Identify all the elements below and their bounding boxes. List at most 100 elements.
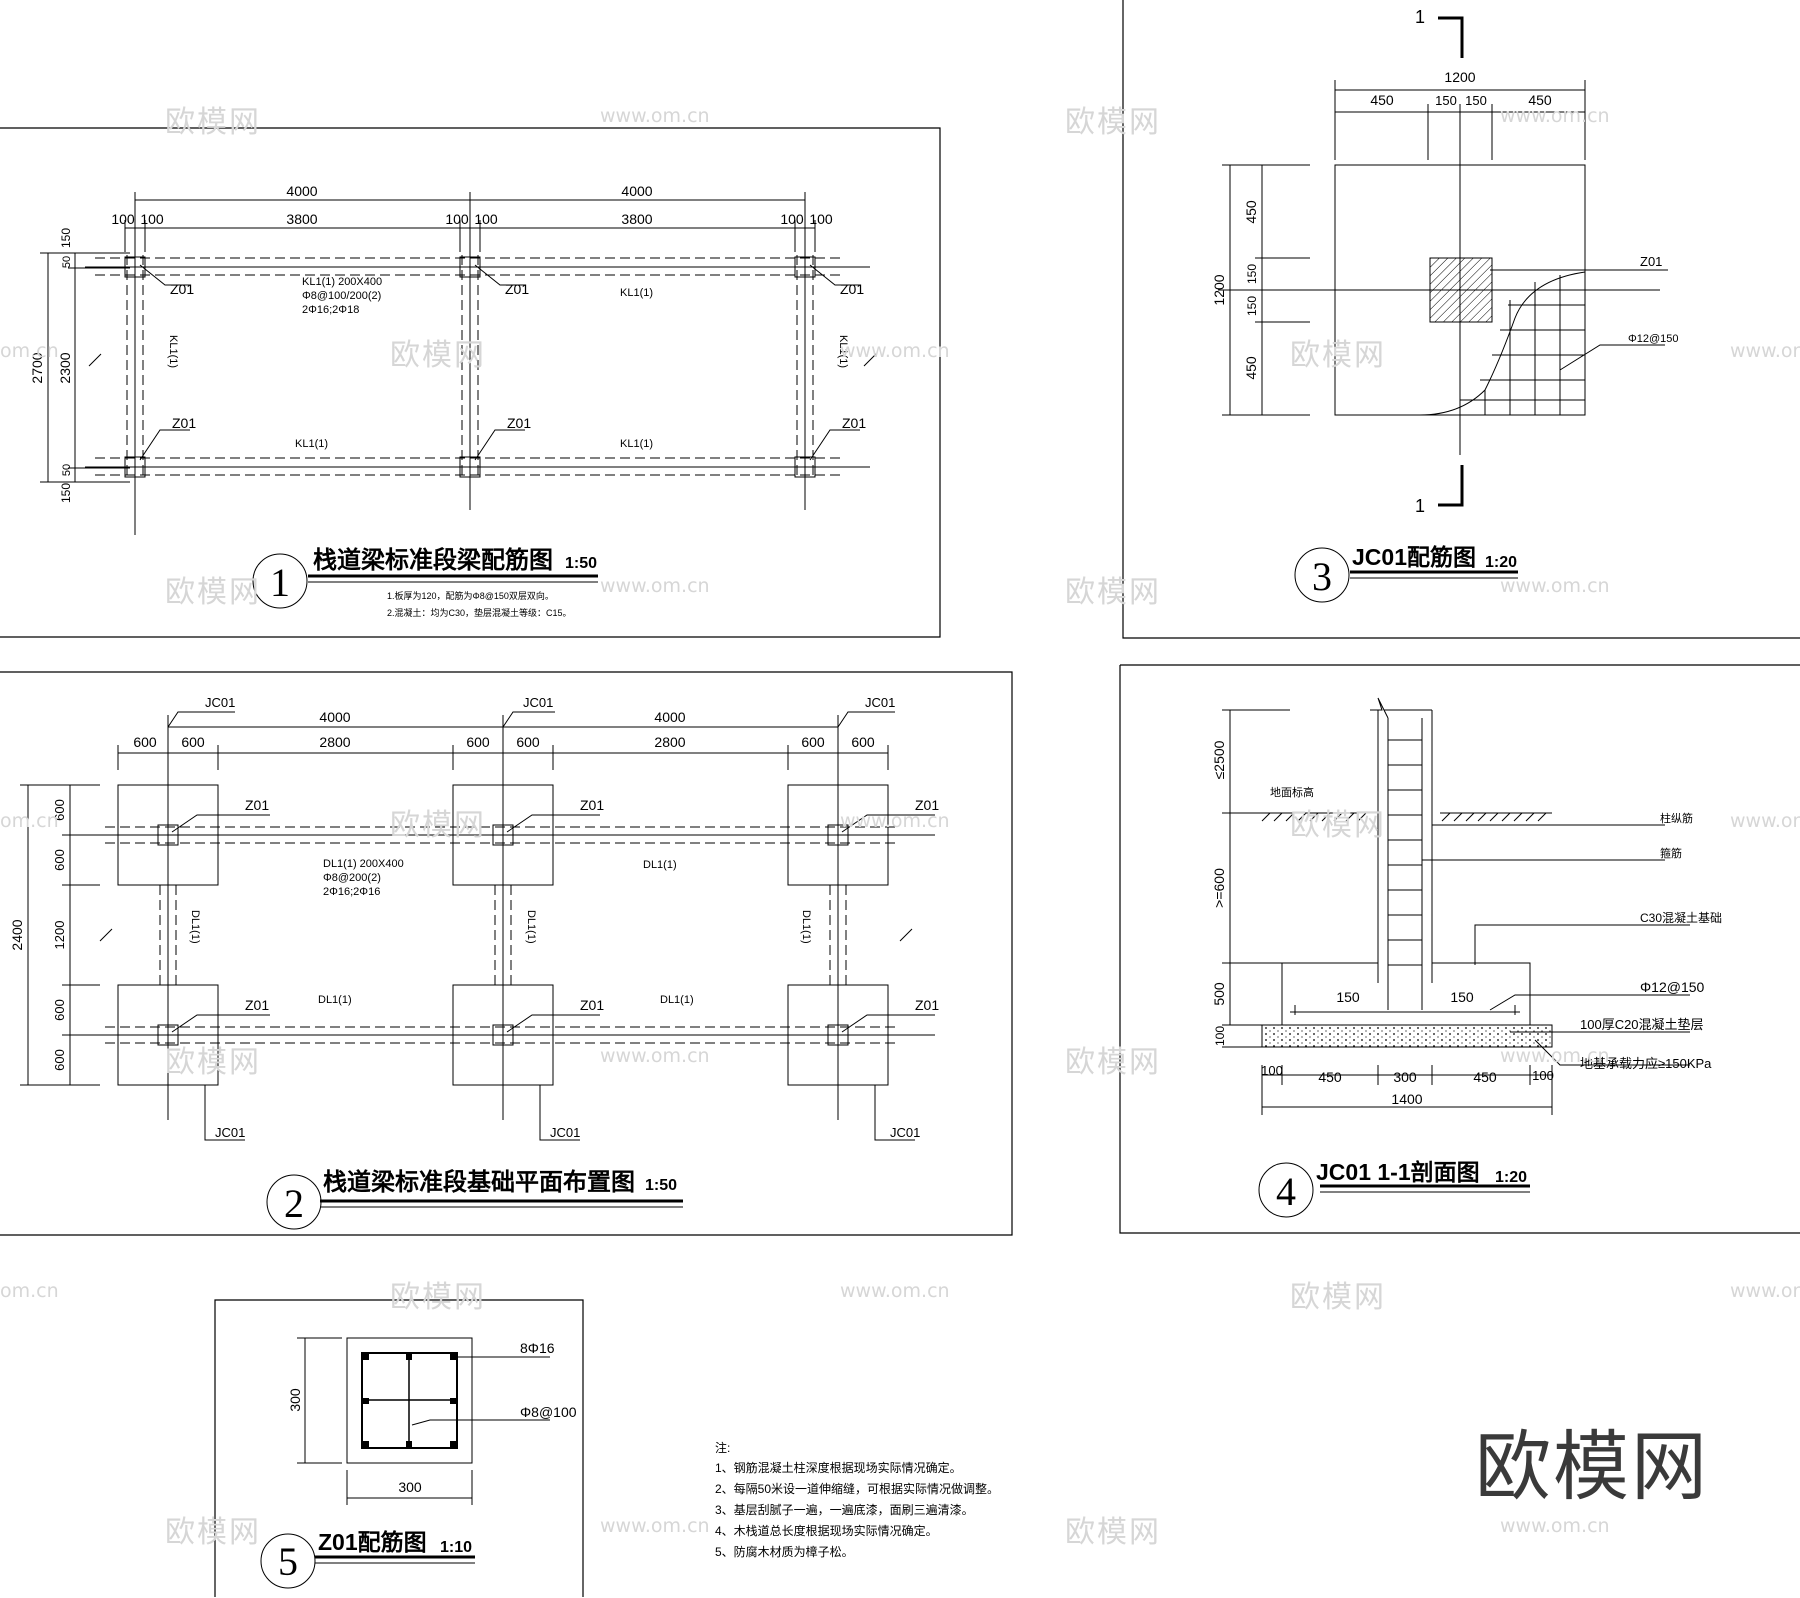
svg-text:100: 100 <box>780 211 804 227</box>
svg-text:600: 600 <box>52 799 67 821</box>
svg-text:DL1(1): DL1(1) <box>643 859 677 871</box>
col-label: Z01 <box>170 281 194 297</box>
svg-text:300: 300 <box>287 1388 303 1412</box>
svg-text:KL1(1): KL1(1) <box>620 287 653 299</box>
svg-text:450: 450 <box>1318 1069 1342 1085</box>
svg-text:2700: 2700 <box>29 352 45 383</box>
svg-text:1200: 1200 <box>1211 274 1227 305</box>
foundation-plan-drawing <box>20 711 935 1230</box>
col-label: Z01 <box>507 415 531 431</box>
svg-text:100: 100 <box>1532 1068 1554 1083</box>
svg-text:300: 300 <box>1393 1069 1417 1085</box>
svg-text:DL1(1) 200X400: DL1(1) 200X400 <box>323 858 404 870</box>
svg-text:1400: 1400 <box>1391 1091 1422 1107</box>
found-label: JC01 <box>865 695 895 710</box>
general-notes: 注: 1、钢筋混凝土柱深度根据现场实际情况确定。 2、每隔50米设一道伸缩缝，可… <box>715 1440 999 1559</box>
svg-text:Z01: Z01 <box>580 797 604 813</box>
svg-text:100厚C20混凝土垫层: 100厚C20混凝土垫层 <box>1580 1017 1704 1032</box>
note-item: 4、木栈道总长度根据现场实际情况确定。 <box>715 1523 938 1538</box>
svg-text:600: 600 <box>133 734 157 750</box>
svg-text:600: 600 <box>516 734 540 750</box>
svg-text:1: 1 <box>1415 7 1425 27</box>
svg-text:3: 3 <box>1312 554 1332 599</box>
svg-text:3800: 3800 <box>286 211 317 227</box>
svg-text:150: 150 <box>59 483 73 503</box>
svg-text:2Φ16;2Φ16: 2Φ16;2Φ16 <box>323 886 380 898</box>
svg-text:150: 150 <box>1245 296 1259 316</box>
col-label: Z01 <box>840 281 864 297</box>
svg-text:450: 450 <box>1473 1069 1497 1085</box>
d1-number: 1 <box>270 560 290 605</box>
svg-text:600: 600 <box>52 849 67 871</box>
svg-text:150: 150 <box>1245 264 1259 284</box>
d5-scale: 1:10 <box>440 1539 472 1556</box>
col-label: Z01 <box>842 415 866 431</box>
svg-text:450: 450 <box>1243 200 1259 224</box>
svg-text:2300: 2300 <box>57 352 73 383</box>
svg-text:Φ8@100/200(2): Φ8@100/200(2) <box>302 290 381 302</box>
svg-text:600: 600 <box>466 734 490 750</box>
svg-text:8Φ16: 8Φ16 <box>520 1340 555 1356</box>
d1-dim-top-2: 4000 <box>621 183 652 199</box>
svg-text:600: 600 <box>52 999 67 1021</box>
svg-text:KL1(1): KL1(1) <box>620 438 653 450</box>
note-item: 2、每隔50米设一道伸缩缝，可根据实际情况做调整。 <box>715 1481 999 1496</box>
svg-text:C30混凝土基础: C30混凝土基础 <box>1640 910 1722 925</box>
d2-scale: 1:50 <box>645 1177 677 1194</box>
notes-heading: 注: <box>715 1440 730 1455</box>
svg-text:2800: 2800 <box>319 734 350 750</box>
jc01-rebar-drawing <box>1218 16 1668 603</box>
svg-text:2: 2 <box>284 1181 304 1226</box>
col-label: Z01 <box>505 281 529 297</box>
svg-text:100: 100 <box>474 211 498 227</box>
svg-text:450: 450 <box>1243 356 1259 380</box>
z01-rebar-text: 300 300 8Φ16 Φ8@100 5 Z01配筋图 1:10 <box>278 1340 577 1584</box>
svg-text:地基承载力应≥150KPa: 地基承载力应≥150KPa <box>1580 1056 1712 1071</box>
svg-text:4: 4 <box>1276 1169 1296 1214</box>
d4-scale: 1:20 <box>1495 1169 1527 1186</box>
svg-text:150: 150 <box>1435 93 1457 108</box>
d5-title: Z01配筋图 <box>318 1529 427 1555</box>
svg-text:100: 100 <box>140 211 164 227</box>
svg-text:KL1(1): KL1(1) <box>295 438 328 450</box>
svg-text:Φ8@100: Φ8@100 <box>520 1404 577 1420</box>
ground-label: 地面标高 <box>1270 785 1314 799</box>
note-item: 5、防腐木材质为樟子松。 <box>715 1544 854 1559</box>
d4-title: JC01 1-1剖面图 <box>1316 1159 1480 1185</box>
brand-logo-text: 欧模网 <box>1475 1422 1709 1511</box>
svg-text:4000: 4000 <box>654 709 685 725</box>
svg-text:150: 150 <box>1336 989 1360 1005</box>
svg-text:Z01: Z01 <box>915 797 939 813</box>
svg-text:箍筋: 箍筋 <box>1660 846 1682 860</box>
svg-text:>=600: >=600 <box>1211 868 1227 908</box>
svg-text:50: 50 <box>61 256 73 268</box>
found-label: JC01 <box>205 695 235 710</box>
svg-text:DL1(1): DL1(1) <box>660 994 694 1006</box>
svg-text:500: 500 <box>1211 982 1227 1006</box>
z01-rebar-drawing <box>260 1337 550 1589</box>
svg-text:Φ8@200(2): Φ8@200(2) <box>323 872 381 884</box>
svg-text:600: 600 <box>52 1049 67 1071</box>
svg-text:300: 300 <box>398 1479 422 1495</box>
note-item: 1、钢筋混凝土柱深度根据现场实际情况确定。 <box>715 1460 962 1475</box>
svg-text:Z01: Z01 <box>245 797 269 813</box>
d1-note-1: 1.板厚为120，配筋为Φ8@150双层双向。 <box>387 590 554 601</box>
svg-text:1200: 1200 <box>52 921 67 950</box>
svg-text:1: 1 <box>1415 496 1425 516</box>
foundation-plan-text: 4000 4000 600 600 2800 600 600 2800 600 … <box>9 695 939 1226</box>
svg-text:Z01: Z01 <box>245 997 269 1013</box>
svg-text:50: 50 <box>61 464 73 476</box>
svg-text:DL1(1): DL1(1) <box>800 910 812 944</box>
svg-text:600: 600 <box>801 734 825 750</box>
d1-title: 栈道梁标准段梁配筋图 <box>313 546 553 574</box>
svg-text:150: 150 <box>1465 93 1487 108</box>
svg-text:KL1(1): KL1(1) <box>167 335 179 368</box>
found-label: JC01 <box>215 1125 245 1140</box>
svg-text:100: 100 <box>1213 1026 1227 1046</box>
beam-plan-drawing <box>40 192 877 609</box>
svg-text:3800: 3800 <box>621 211 652 227</box>
svg-text:150: 150 <box>1450 989 1474 1005</box>
d3-scale: 1:20 <box>1485 554 1517 571</box>
